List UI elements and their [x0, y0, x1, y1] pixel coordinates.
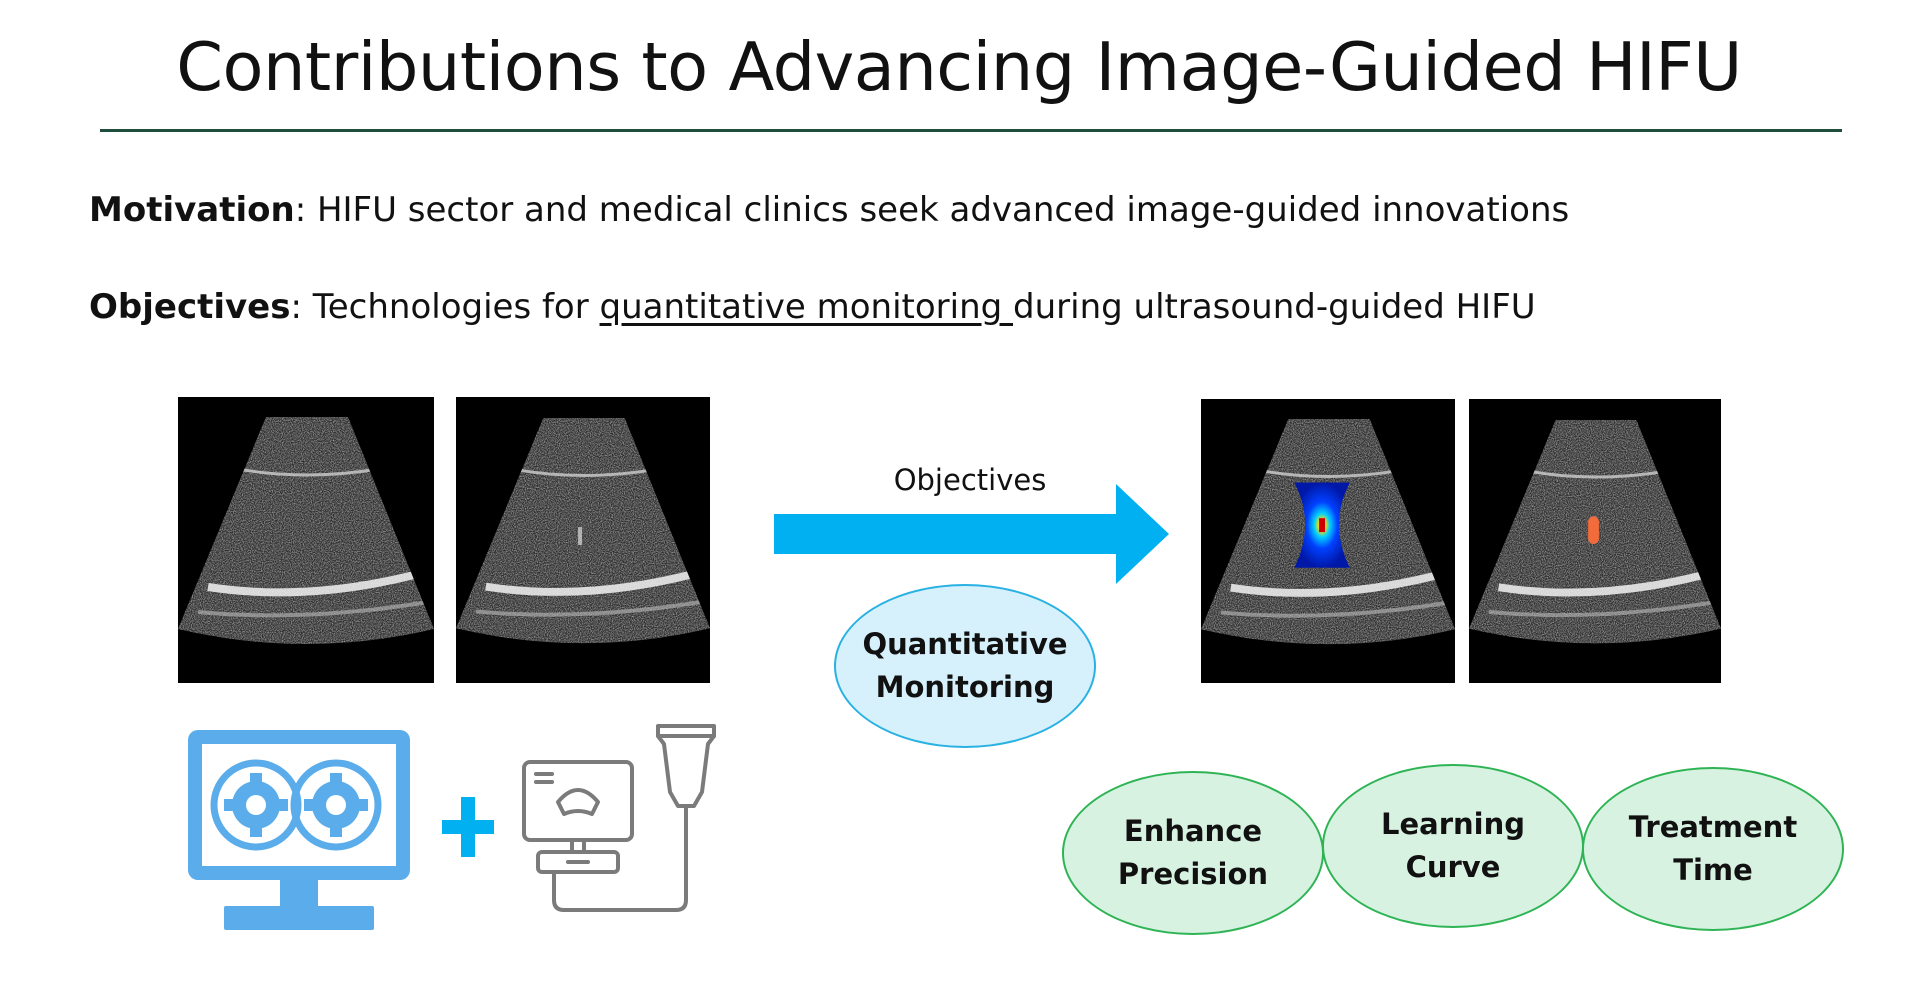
ellipse-line1: Quantitative — [862, 627, 1068, 661]
motivation-label: Motivation — [89, 190, 295, 230]
ultrasound-image-lesion — [456, 397, 710, 683]
outcome-line1: Learning — [1380, 807, 1525, 841]
ultrasound-machine-icon — [518, 722, 718, 921]
slide-title: Contributions to Advancing Image-Guided … — [176, 28, 1742, 106]
title-divider — [100, 129, 1842, 132]
arrow-label: Objectives — [893, 463, 1047, 497]
motivation-text: : HIFU sector and medical clinics seek a… — [294, 190, 1570, 230]
objectives-suffix: during ultrasound-guided HIFU — [1013, 287, 1536, 327]
objectives-underlined: quantitative monitoring — [599, 287, 1014, 327]
ellipse-line2: Monitoring — [875, 670, 1055, 704]
objectives-prefix: : Technologies for — [290, 287, 600, 327]
plus-icon — [442, 797, 494, 862]
ultrasound-image-marker — [1469, 399, 1721, 683]
outcome-line1: Enhance — [1123, 814, 1263, 848]
objectives-line: Objectives: Technologies for quantitativ… — [89, 287, 1536, 327]
computer-gears-icon — [188, 730, 410, 937]
objectives-arrow — [774, 484, 1169, 589]
outcome-line2: Curve — [1405, 850, 1501, 884]
outcome-line1: Treatment — [1628, 810, 1798, 844]
outcome-line2: Time — [1673, 853, 1753, 887]
ultrasound-image-pre — [178, 397, 434, 683]
outcome-line2: Precision — [1117, 857, 1269, 891]
motivation-line: Motivation: HIFU sector and medical clin… — [89, 190, 1569, 230]
ultrasound-image-heatmap — [1201, 399, 1455, 683]
objectives-label: Objectives — [89, 287, 291, 327]
